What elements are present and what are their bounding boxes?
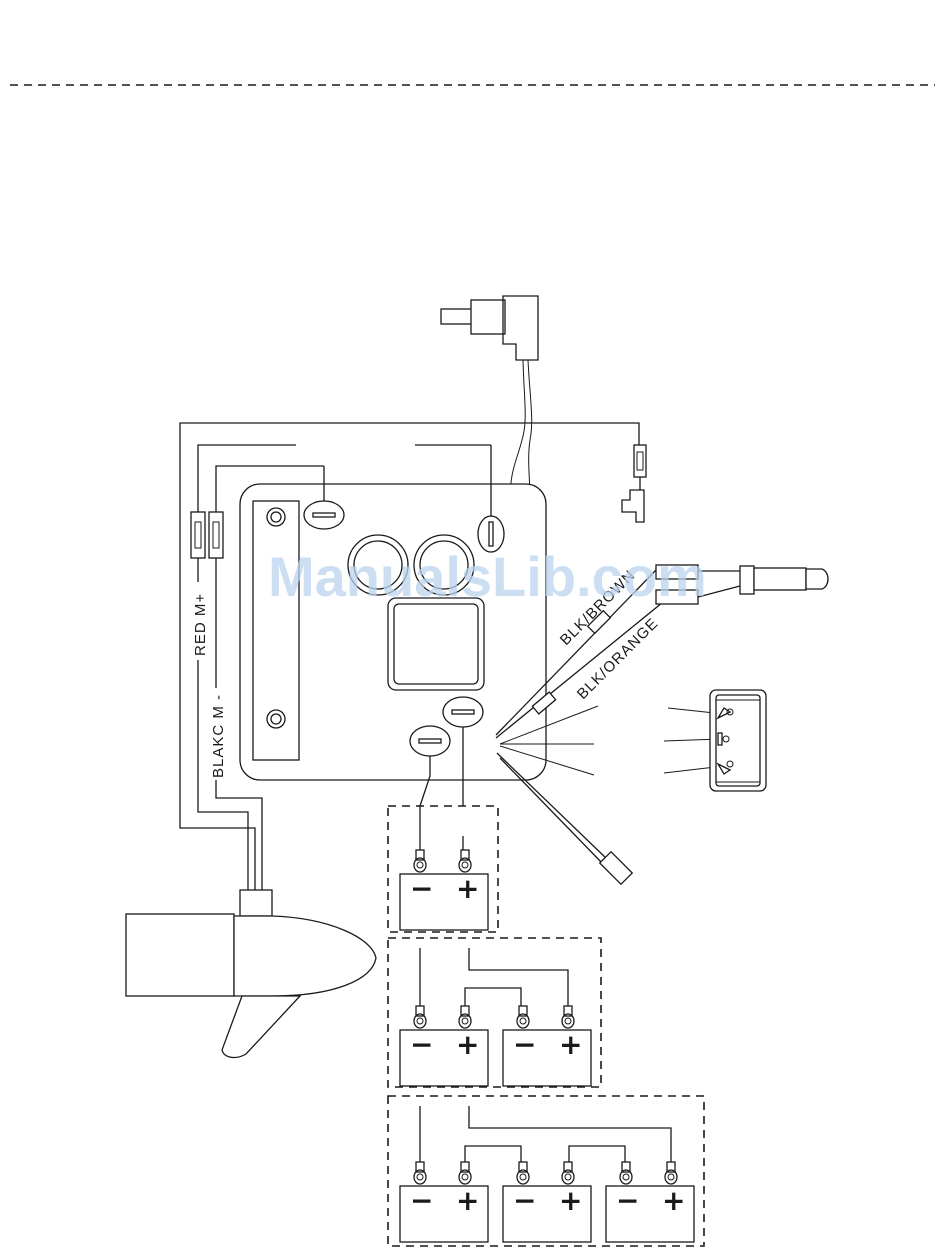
battery-terminal-negative [517, 1006, 529, 1028]
battery-minus-symbol: − [410, 1028, 433, 1061]
battery-minus-symbol: − [410, 872, 433, 905]
battery: −+ [400, 850, 488, 930]
battery-terminal-negative [414, 850, 426, 872]
battery-terminal-positive [665, 1162, 677, 1184]
rocker-switch [710, 690, 766, 791]
battery-terminal-negative [414, 1162, 426, 1184]
battery-plus-symbol: + [456, 1028, 479, 1061]
battery-terminal-positive [459, 850, 471, 872]
battery-minus-symbol: − [513, 1184, 536, 1217]
inline-fuse-red [191, 512, 205, 558]
battery: −+ [400, 1162, 488, 1242]
battery-terminal-positive [459, 1006, 471, 1028]
battery-plus-symbol: + [456, 1184, 479, 1217]
battery-plus-symbol: + [559, 1184, 582, 1217]
battery-terminal-negative [620, 1162, 632, 1184]
battery: −+ [503, 1006, 591, 1086]
battery-plus-symbol: + [559, 1028, 582, 1061]
battery-minus-symbol: − [513, 1028, 536, 1061]
battery-terminal-positive [562, 1162, 574, 1184]
battery: −+ [606, 1162, 694, 1242]
battery-terminal-positive [562, 1006, 574, 1028]
battery: −+ [400, 1006, 488, 1086]
panel-plug [754, 568, 806, 590]
battery: −+ [503, 1162, 591, 1242]
battery-terminal-negative [517, 1162, 529, 1184]
control-box [240, 484, 546, 780]
inline-fuse-black [209, 512, 223, 558]
battery-terminal-positive [459, 1162, 471, 1184]
label-black-m-minus: BLAKC M - [210, 694, 227, 778]
mounting-bar [253, 501, 299, 760]
watermark: ManualsLib.com [268, 545, 707, 608]
battery-minus-symbol: − [410, 1184, 433, 1217]
battery-terminal-negative [414, 1006, 426, 1028]
trolling-motor [126, 890, 376, 1057]
label-red-m-plus: RED M+ [192, 593, 209, 656]
battery-minus-symbol: − [616, 1184, 639, 1217]
relay-module [388, 598, 484, 690]
battery-plus-symbol: + [456, 872, 479, 905]
battery-plus-symbol: + [662, 1184, 685, 1217]
top-connector-plug [441, 296, 538, 500]
inline-fuse-top-right [634, 445, 646, 477]
